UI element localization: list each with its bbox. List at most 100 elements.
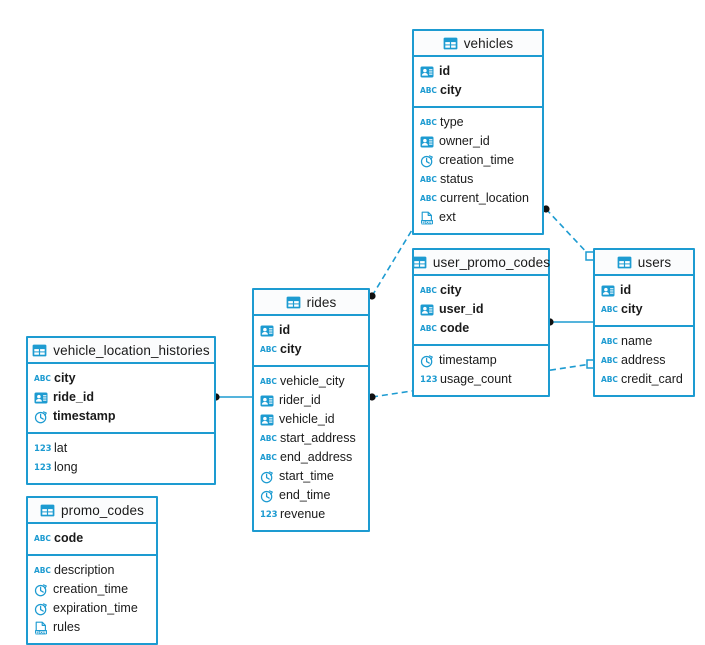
table-header[interactable]: vehicles bbox=[414, 31, 542, 57]
field-row: expiration_time bbox=[28, 599, 156, 618]
field-label: id bbox=[439, 64, 451, 79]
field-row: id bbox=[414, 62, 542, 81]
field-row: JSON ext bbox=[414, 208, 542, 227]
field-label: creation_time bbox=[439, 153, 515, 168]
id-card-icon bbox=[260, 413, 274, 427]
abc-string-icon: ABC bbox=[420, 117, 437, 127]
id-card-icon bbox=[420, 303, 434, 317]
field-row: owner_id bbox=[414, 132, 542, 151]
field-row: id bbox=[595, 281, 693, 300]
field-row: timestamp bbox=[414, 351, 548, 370]
123-number-icon: 123 bbox=[34, 462, 52, 473]
abc-string-icon: ABC bbox=[260, 452, 277, 462]
field-label: rider_id bbox=[279, 393, 321, 408]
field-label: user_id bbox=[439, 302, 484, 317]
field-label: timestamp bbox=[439, 353, 497, 368]
field-row: end_time bbox=[254, 486, 368, 505]
field-label: rules bbox=[53, 620, 81, 635]
table-title: users bbox=[637, 254, 672, 270]
field-label: city bbox=[280, 342, 302, 357]
123-number-icon: 123 bbox=[34, 443, 52, 454]
id-card-icon bbox=[260, 324, 274, 338]
table-header[interactable]: rides bbox=[254, 290, 368, 316]
field-row: creation_time bbox=[28, 580, 156, 599]
field-label: type bbox=[440, 115, 464, 130]
field-label: end_address bbox=[280, 450, 353, 465]
table-title: rides bbox=[306, 294, 337, 310]
table-grid-icon bbox=[286, 296, 301, 309]
abc-string-icon: ABC bbox=[420, 323, 437, 333]
table-header[interactable]: user_promo_codes bbox=[412, 250, 550, 276]
id-card-icon bbox=[601, 284, 615, 298]
abc-string-icon: ABC bbox=[34, 533, 51, 543]
field-label: city bbox=[621, 302, 643, 317]
id-card-icon bbox=[420, 135, 434, 149]
table-header[interactable]: promo_codes bbox=[28, 498, 156, 524]
clock-icon bbox=[420, 354, 434, 368]
table-grid-icon bbox=[617, 256, 632, 269]
json-document-icon: JSON bbox=[420, 211, 434, 225]
abc-string-icon: ABC bbox=[34, 373, 51, 383]
field-label: id bbox=[620, 283, 632, 298]
field-row: creation_time bbox=[414, 151, 542, 170]
field-label: start_address bbox=[280, 431, 356, 446]
id-card-icon bbox=[420, 65, 434, 79]
abc-string-icon: ABC bbox=[601, 304, 618, 314]
field-row: start_time bbox=[254, 467, 368, 486]
abc-string-icon: ABC bbox=[420, 193, 437, 203]
field-label: end_time bbox=[279, 488, 331, 503]
field-label: lat bbox=[54, 441, 68, 456]
field-label: code bbox=[440, 321, 470, 336]
field-row: JSON rules bbox=[28, 618, 156, 637]
field-row: rider_id bbox=[254, 391, 368, 410]
abc-string-icon: ABC bbox=[601, 355, 618, 365]
clock-icon bbox=[34, 602, 48, 616]
json-document-icon: JSON bbox=[34, 621, 48, 635]
table-header[interactable]: users bbox=[595, 250, 693, 276]
field-label: city bbox=[440, 83, 462, 98]
table-grid-icon bbox=[443, 37, 458, 50]
field-label: ext bbox=[439, 210, 456, 225]
field-row: user_id bbox=[414, 300, 548, 319]
field-row: timestamp bbox=[28, 407, 214, 426]
table-title: vehicles bbox=[463, 35, 514, 51]
abc-string-icon: ABC bbox=[420, 85, 437, 95]
table-title: vehicle_location_histories bbox=[53, 342, 210, 358]
field-label: vehicle_id bbox=[279, 412, 335, 427]
field-label: start_time bbox=[279, 469, 334, 484]
field-label: current_location bbox=[440, 191, 529, 206]
relationship-edge-vehicles-to-users bbox=[545, 208, 591, 257]
table-header[interactable]: vehicle_location_histories bbox=[28, 338, 214, 364]
field-label: description bbox=[54, 563, 115, 578]
table-grid-icon bbox=[40, 504, 55, 517]
table-title: promo_codes bbox=[61, 502, 144, 518]
id-card-icon bbox=[34, 391, 48, 405]
abc-string-icon: ABC bbox=[420, 285, 437, 295]
field-label: id bbox=[279, 323, 291, 338]
field-label: expiration_time bbox=[53, 601, 138, 616]
id-card-icon bbox=[260, 394, 274, 408]
abc-string-icon: ABC bbox=[601, 374, 618, 384]
